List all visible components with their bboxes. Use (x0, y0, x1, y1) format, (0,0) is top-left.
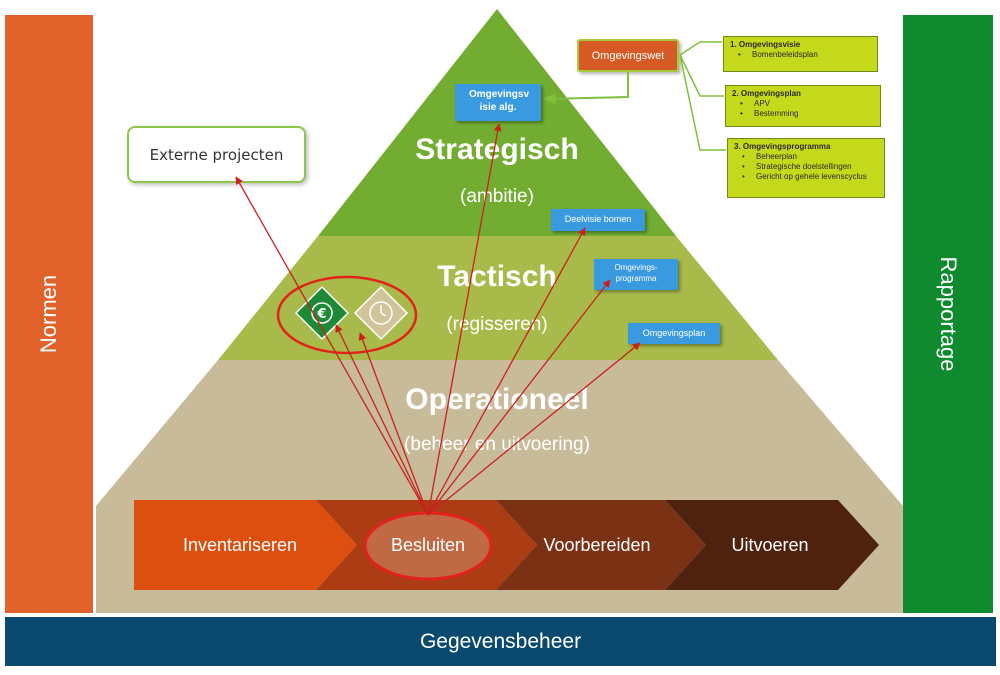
omgevingsvisie-item: Bomenbeleidsplan (730, 50, 871, 60)
step-voorbereiden[interactable]: Voorbereiden (543, 535, 651, 555)
strategisch-layer (318, 9, 676, 236)
rapportage-bar: Rapportage (903, 15, 993, 613)
omgevingsvisie-box: 1. Omgevingsvisie Bomenbeleidsplan (723, 36, 878, 72)
omgevingsplan-item: APV (732, 99, 874, 109)
omgevingsprogramma-box: 3. Omgevingsprogramma Beheerplan Strateg… (727, 138, 885, 198)
euro-icon: € (294, 285, 350, 341)
step-inventariseren[interactable]: Inventariseren (182, 535, 298, 555)
deelvisie-bomen-callout: Deelvisie bomen (551, 209, 645, 231)
decision-arrows (235, 123, 641, 516)
step-uitvoeren[interactable]: Uitvoeren (731, 535, 809, 555)
tactisch-title: Tactisch (437, 260, 557, 293)
svg-text:€: € (316, 307, 326, 322)
externe-projecten-box: Externe projecten (127, 126, 306, 183)
omgevingswet-box: Omgevingswet (577, 39, 679, 72)
step-uitvoeren-shape (665, 500, 879, 590)
step-inventariseren-shape (134, 500, 357, 590)
tactisch-subtitle: (regisseren) (446, 314, 548, 335)
arrow-to-deelvisie (427, 227, 586, 516)
arrow-to-externe-projecten (235, 176, 429, 516)
omgevingsprogramma-item: Gericht op gehele levenscyclus (734, 172, 878, 182)
arrow-to-clock (358, 332, 429, 516)
omgevingsvisie-alg-callout: Omgevingsv isie alg. (455, 84, 541, 121)
omgevingsplan-callout: Omgevingsplan (628, 323, 720, 344)
gegevensbeheer-label: Gegevensbeheer (419, 629, 582, 653)
step-besluiten[interactable]: Besluiten (390, 535, 466, 555)
omgevingsprogramma-title: 3. Omgevingsprogramma (734, 142, 831, 151)
omgevingsplan-title: 2. Omgevingsplan (732, 89, 801, 98)
gegevensbeheer-bar: Gegevensbeheer (5, 617, 996, 666)
strategisch-subtitle: (ambitie) (460, 186, 534, 207)
omgevingsprogramma-item: Strategische doelstellingen (734, 162, 878, 172)
normen-bar: Normen (5, 15, 93, 613)
omgevingsprogramma-item: Beheerplan (734, 152, 878, 162)
omgevingsplan-box: 2. Omgevingsplan APV Bestemming (725, 85, 881, 127)
arrow-to-omgevingsvisie (427, 123, 502, 516)
omgevingsplan-item: Bestemming (732, 109, 874, 119)
step-voorbereiden-shape (496, 500, 706, 590)
clock-icon (353, 285, 409, 341)
arrow-to-euro (335, 324, 429, 516)
icons-highlight (276, 275, 418, 355)
omgevingsvisie-title: 1. Omgevingsvisie (730, 40, 801, 49)
arrow-to-omgevingsplan (427, 342, 641, 516)
omgevingswet-bracket (679, 41, 726, 151)
omgevingswet-connector (543, 72, 629, 105)
operationeel-subtitle: (beheer en uitvoering) (404, 434, 590, 455)
arrow-to-omgevingsprogramma (427, 279, 611, 516)
